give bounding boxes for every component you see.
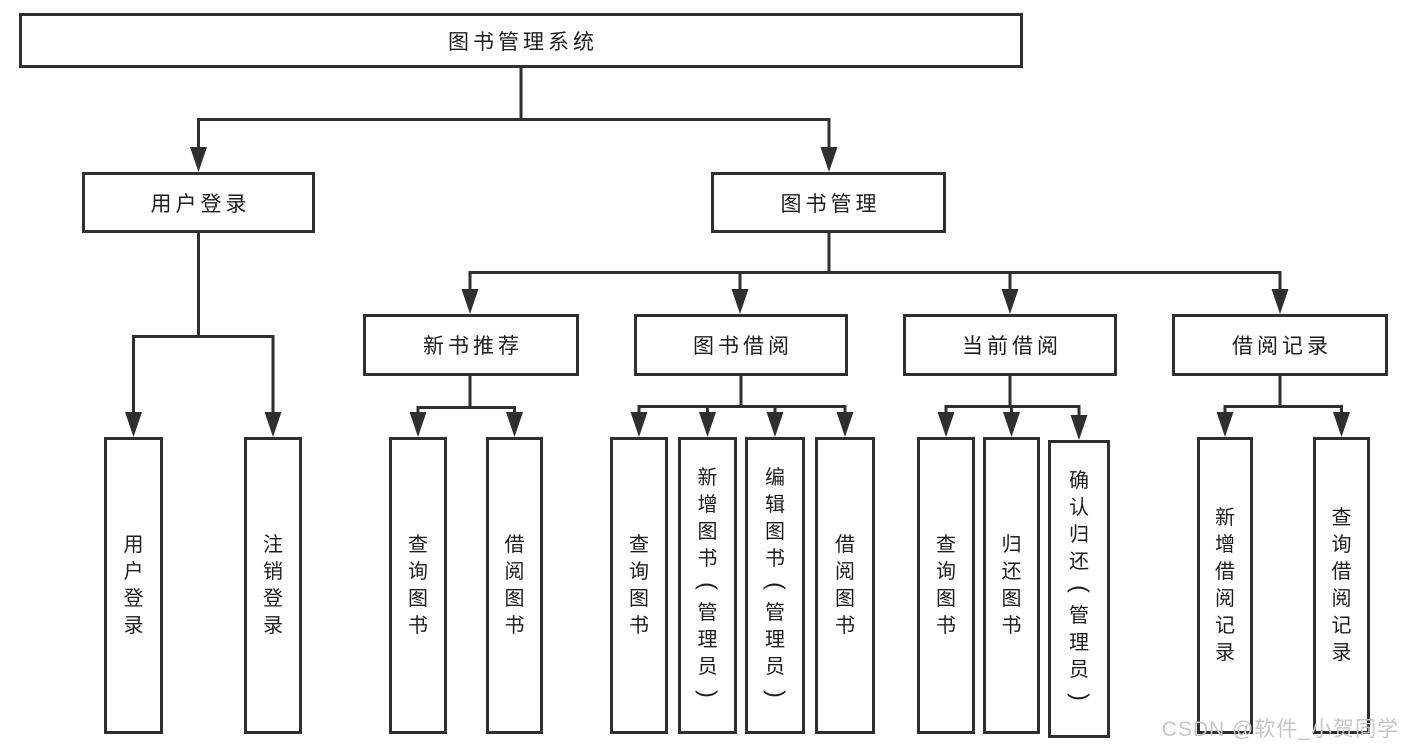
node-new-book-recommend: 新书推荐 (363, 314, 579, 376)
node-query-books-current: 查询图书 (917, 437, 975, 734)
node-confirm-return-admin: 确认归还(管理员) (1048, 440, 1110, 738)
node-label: 图书管理系统 (448, 30, 598, 54)
node-label: 图书借阅 (693, 335, 793, 358)
node-book-management: 图书管理 (711, 172, 946, 233)
node-label: 用户登录 (150, 192, 251, 216)
watermark: CSDN @软件_小贺同学 (1161, 718, 1399, 741)
node-add-borrow-record: 新增借阅记录 (1197, 437, 1253, 734)
node-logout: 注销登录 (244, 437, 302, 734)
node-current-borrowing: 当前借阅 (903, 314, 1117, 376)
node-label: 新书推荐 (423, 335, 523, 358)
node-library-management-system: 图书管理系统 (19, 13, 1023, 68)
node-edit-books-admin: 编辑图书(管理员) (745, 437, 805, 734)
node-book-borrowing: 图书借阅 (634, 314, 848, 376)
node-borrow-books-recommend: 借阅图书 (486, 437, 543, 734)
node-borrowing-records: 借阅记录 (1172, 314, 1388, 376)
node-label: 借阅记录 (1232, 335, 1332, 358)
node-query-books-borrowing: 查询图书 (610, 437, 668, 734)
node-return-books: 归还图书 (983, 437, 1040, 734)
node-label: 图书管理 (780, 192, 881, 216)
node-user-login-leaf: 用户登录 (104, 437, 163, 734)
node-label: 当前借阅 (962, 335, 1062, 358)
node-user-login: 用户登录 (82, 172, 315, 233)
node-add-books-admin: 新增图书(管理员) (678, 437, 737, 734)
node-query-books-recommend: 查询图书 (389, 437, 447, 734)
node-query-borrow-record: 查询借阅记录 (1313, 437, 1370, 734)
node-borrow-books-borrowing: 借阅图书 (815, 437, 875, 734)
